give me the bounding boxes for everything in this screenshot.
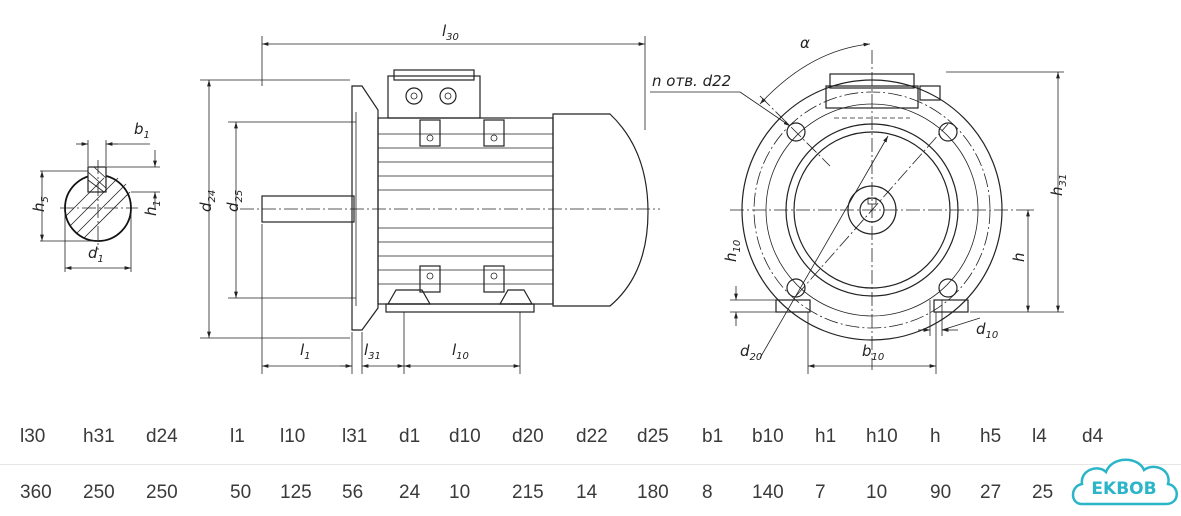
l10-label: l10 bbox=[452, 341, 469, 362]
table-cell: 24 bbox=[399, 482, 421, 503]
table-cell: 215 bbox=[512, 482, 544, 503]
table-cell: 250 bbox=[146, 482, 178, 503]
table-cell: 25 bbox=[1032, 482, 1054, 503]
shaft-section-view: b1 h5 h1 d1 bbox=[30, 120, 163, 272]
h-label: h bbox=[1010, 252, 1028, 262]
table-cell: 8 bbox=[702, 482, 713, 503]
table-cell: 180 bbox=[637, 482, 669, 503]
d25-label: d25 bbox=[224, 190, 245, 212]
table-cell: 90 bbox=[930, 482, 952, 503]
table-cell: 10 bbox=[866, 482, 888, 503]
table-header-cell: d4 bbox=[1082, 426, 1104, 447]
h31-label: h31 bbox=[1048, 174, 1069, 196]
b1-label: b1 bbox=[134, 120, 150, 141]
d24-label: d24 bbox=[197, 190, 218, 212]
table-header-cell: h5 bbox=[980, 426, 1002, 447]
l31-label: l31 bbox=[364, 341, 381, 362]
l1-label: l1 bbox=[300, 341, 311, 362]
d10-label: d10 bbox=[976, 320, 998, 341]
table-cell: 125 bbox=[280, 482, 312, 503]
table-cell: 250 bbox=[83, 482, 115, 503]
table-header-cell: l4 bbox=[1032, 426, 1047, 447]
d20-label: d20 bbox=[740, 342, 762, 363]
table-header-cell: b10 bbox=[752, 426, 784, 447]
table-header-cell: l30 bbox=[20, 426, 46, 447]
table-header-cell: l1 bbox=[230, 426, 245, 447]
table-header-cell: h31 bbox=[83, 426, 115, 447]
holes-label: n отв. d22 bbox=[652, 72, 731, 90]
table-cell: 7 bbox=[815, 482, 826, 503]
logo-text: EKBOB bbox=[1091, 479, 1156, 499]
table-header-cell: d20 bbox=[512, 426, 544, 447]
table-header-cell: d1 bbox=[399, 426, 421, 447]
table-header-cell: h1 bbox=[815, 426, 837, 447]
motor-front-view: α n отв. d22 h31 h h10 d10 b10 d20 bbox=[650, 34, 1069, 374]
table-cell: 50 bbox=[230, 482, 252, 503]
table-header-cell: l31 bbox=[342, 426, 368, 447]
table-header-cell: d10 bbox=[449, 426, 481, 447]
table-cell: 140 bbox=[752, 482, 784, 503]
table-header-row: l30 h31 d24 l1 l10 l31 d1 d10 d20 d22 d2… bbox=[0, 412, 1181, 465]
table-cell: 10 bbox=[449, 482, 471, 503]
table-cell: 360 bbox=[20, 482, 52, 503]
h1-label: h1 bbox=[142, 200, 163, 216]
table-cell: 56 bbox=[342, 482, 364, 503]
motor-dimension-drawing: b1 h5 h1 d1 l30 bbox=[30, 22, 1069, 374]
b10-label: b10 bbox=[862, 342, 884, 363]
table-cell: 27 bbox=[980, 482, 1002, 503]
alpha-label: α bbox=[800, 34, 810, 52]
h10-label: h10 bbox=[722, 240, 743, 262]
motor-side-view: l30 bbox=[197, 22, 660, 374]
table-header-cell: l10 bbox=[280, 426, 306, 447]
l30-label: l30 bbox=[442, 22, 459, 43]
table-header-cell: d22 bbox=[576, 426, 608, 447]
ekbob-logo[interactable]: EKBOB bbox=[1068, 446, 1180, 514]
table-values-row: 360 250 250 50 125 56 24 10 215 14 180 8… bbox=[0, 412, 1181, 503]
table-header-cell: b1 bbox=[702, 426, 724, 447]
d1-label: d1 bbox=[88, 244, 104, 265]
table-header-cell: d24 bbox=[146, 426, 178, 447]
h5-label: h5 bbox=[30, 196, 51, 212]
table-header-cell: h bbox=[930, 426, 941, 447]
table-header-cell: h10 bbox=[866, 426, 898, 447]
table-header-cell: d25 bbox=[637, 426, 669, 447]
table-cell: 14 bbox=[576, 482, 598, 503]
dimension-table: l30 h31 d24 l1 l10 l31 d1 d10 d20 d22 d2… bbox=[0, 412, 1181, 503]
